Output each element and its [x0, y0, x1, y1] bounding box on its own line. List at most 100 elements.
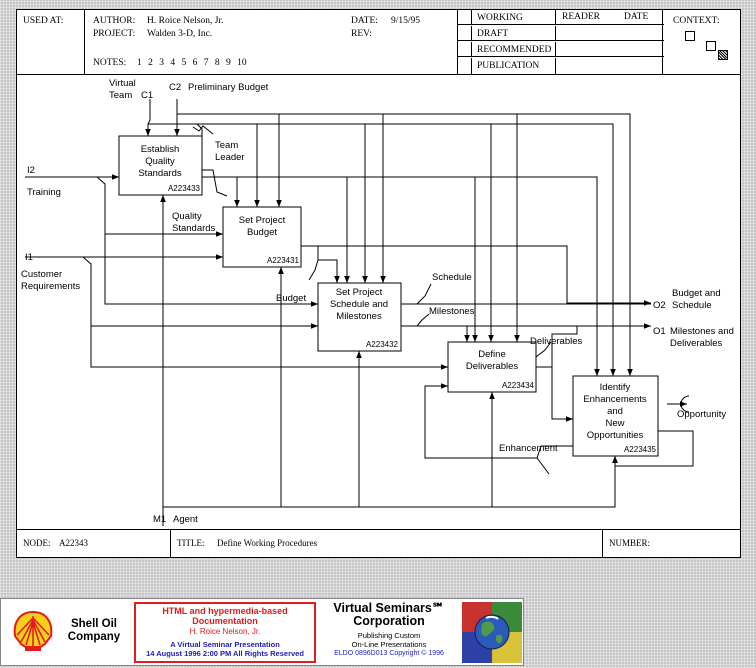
idef0-form: USED AT: AUTHOR: H. Roice Nelson, Jr. PR…	[16, 9, 741, 558]
arrow-c1-to-quality-standards	[145, 99, 151, 136]
status-table: WORKING READER DATE DRAFT RECOMMENDED PU…	[457, 10, 664, 74]
date-value: 9/15/95	[391, 16, 421, 26]
arrow-budget-to-schedule	[301, 245, 340, 283]
activity-box-identify-enhancements: Identify Enhancements and New Opportunit…	[572, 375, 659, 457]
arrow-quality-standards-to-budget	[202, 176, 240, 207]
box-node-number: A223432	[366, 340, 399, 349]
arrow-i2-to-budget	[96, 176, 223, 237]
box-label-line: Standards	[138, 168, 182, 179]
status-mark	[458, 58, 472, 74]
label-c2-code: C2	[169, 82, 181, 93]
arrow-c1-branch-tail	[196, 123, 203, 136]
shell-company-line: Company	[67, 631, 121, 643]
status-draft: DRAFT	[477, 29, 509, 39]
arrow-enhancement-feedback	[424, 383, 573, 459]
status-divider	[555, 42, 556, 56]
team-leader-label-leader	[192, 125, 214, 135]
box-label-line: New	[605, 418, 624, 429]
status-divider	[555, 10, 556, 24]
box-node-number: A223434	[502, 381, 535, 390]
label-i1-name: Customer	[21, 269, 62, 280]
status-mark	[458, 10, 472, 24]
status-mark	[458, 26, 472, 40]
box-label-line: Establish	[141, 144, 180, 155]
activity-box-set-project-budget: Set Project Budget A223431	[222, 206, 302, 268]
author-cell: AUTHOR: H. Roice Nelson, Jr. PROJECT: Wa…	[85, 10, 457, 74]
credit-author: H. Roice Nelson, Jr.	[189, 627, 261, 636]
status-row-working: WORKING READER DATE	[458, 10, 664, 25]
title-cell: TITLE: Define Working Procedures	[171, 530, 603, 558]
label-o1-name: Deliverables	[670, 338, 723, 349]
shell-logo-icon	[13, 610, 53, 651]
credit-block: HTML and hypermedia-based Documentation …	[134, 602, 316, 663]
status-row-publication: PUBLICATION	[458, 58, 664, 74]
context-label: CONTEXT:	[673, 16, 720, 26]
label-c1-name: Team	[109, 90, 132, 101]
globe-logo-icon	[462, 602, 522, 663]
label-team-leader: Team	[215, 140, 238, 151]
enhancement-label-leader	[536, 457, 550, 475]
arrow-m1-to-enhancements	[492, 456, 618, 508]
author-label: AUTHOR:	[93, 16, 136, 26]
box-label-line: Deliverables	[466, 361, 519, 372]
seminar-banner: Shell Oil Company HTML and hypermedia-ba…	[0, 598, 524, 666]
title-label: TITLE:	[177, 538, 205, 548]
vs-tagline: On-Line Presentations	[351, 640, 427, 649]
box-outline	[447, 341, 537, 393]
form-header: USED AT: AUTHOR: H. Roice Nelson, Jr. PR…	[17, 10, 740, 75]
context-square-icon	[685, 31, 695, 41]
number-label: NUMBER:	[609, 538, 651, 548]
number-cell: NUMBER:	[603, 530, 740, 558]
project-value: Walden 3-D, Inc.	[147, 29, 213, 39]
box-label-line: Set Project	[336, 287, 383, 298]
status-divider	[555, 26, 556, 40]
reader-label: READER	[562, 12, 600, 22]
label-i2-code: I2	[27, 165, 35, 176]
idef0-diagram: Establish Quality Standards A223433 Set …	[21, 78, 734, 526]
label-deliverables: Deliverables	[530, 336, 583, 347]
status-divider	[555, 58, 556, 74]
status-row-recommended: RECOMMENDED	[458, 42, 664, 57]
box-label-line: Set Project	[239, 215, 286, 226]
milestones-label-leader	[416, 313, 430, 327]
box-label-line: Enhancements	[583, 394, 647, 405]
label-team-leader: Leader	[215, 152, 245, 163]
node-label: NODE:	[23, 538, 51, 548]
notes-numbers: 1 2 3 4 5 6 7 8 9 10	[137, 58, 247, 68]
label-schedule: Schedule	[432, 272, 472, 283]
author-value: H. Roice Nelson, Jr.	[147, 16, 224, 26]
box-outline	[317, 282, 402, 352]
project-label: PROJECT:	[93, 29, 136, 39]
label-budget: Budget	[276, 293, 306, 304]
arrow-m1-to-schedule	[281, 351, 362, 508]
used-at-cell: USED AT:	[17, 10, 85, 74]
box-label-line: Milestones	[336, 311, 382, 322]
vs-name-line: Corporation	[353, 614, 425, 628]
label-i2-name: Training	[27, 187, 61, 198]
activity-box-set-project-schedule: Set Project Schedule and Milestones A223…	[317, 282, 402, 352]
box-label-line: Schedule and	[330, 299, 388, 310]
label-milestones: Milestones	[429, 306, 475, 317]
box-label-line: Opportunities	[587, 430, 644, 441]
context-square-icon	[706, 41, 716, 51]
presentation-label: A Virtual Seminar Presentation	[170, 640, 280, 649]
box-label-line: Identify	[600, 382, 631, 393]
label-enhancement: Enhancement	[499, 443, 558, 454]
arrow-deliverables-to-enhancements	[536, 366, 573, 422]
context-current-square-icon	[718, 50, 728, 60]
label-c2-name: Preliminary Budget	[188, 82, 269, 93]
arrow-i1-to-deliverables	[90, 326, 448, 370]
label-c1-name: Virtual	[109, 78, 136, 89]
label-c1-code: C1	[141, 90, 153, 101]
arrow-o2-budget-and-schedule	[318, 245, 651, 306]
virtual-seminars-block: Virtual Seminars℠ Corporation Publishing…	[319, 602, 459, 658]
presentation-datetime: 14 August 1996 2:00 PM All Rights Reserv…	[146, 649, 304, 658]
label-m1-code: M1	[153, 514, 166, 525]
box-label-line: Budget	[247, 227, 277, 238]
label-o2-name: Budget and	[672, 288, 721, 299]
used-at-label: USED AT:	[23, 16, 64, 26]
arrow-m1-to-budget	[163, 267, 284, 508]
arrow-i1-to-schedule	[82, 256, 318, 329]
activity-box-define-deliverables: Define Deliverables A223434	[447, 341, 537, 393]
label-o1-code: O1	[653, 326, 666, 337]
